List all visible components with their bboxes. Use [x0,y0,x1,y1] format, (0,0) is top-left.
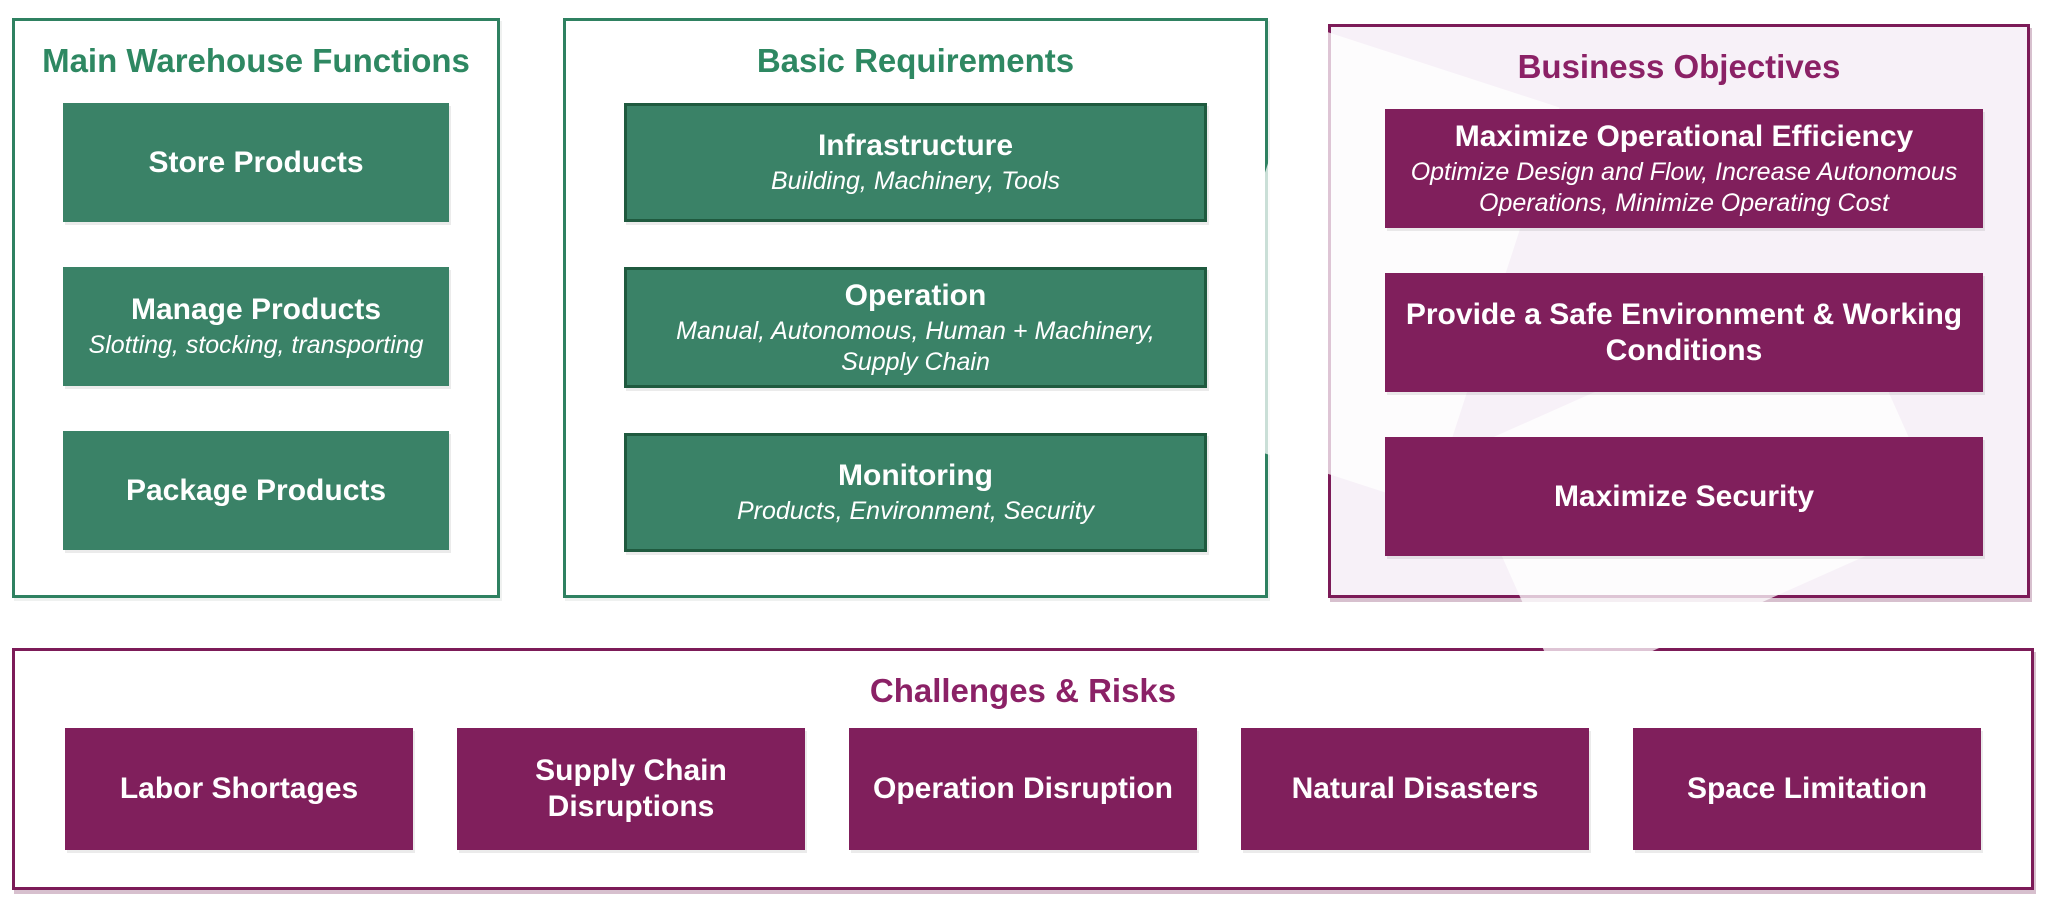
box-title-labor-shortages: Labor Shortages [119,772,359,805]
panel-business-objectives: Business Objectives Maximize Operational… [1182,24,2030,692]
panel-basic-requirements: Basic Requirements Infrastructure Buildi… [563,18,1268,598]
business-objective-boxes: Maximize Operational Efficiency Optimize… [1385,109,1983,556]
box-monitoring: Monitoring Products, Environment, Securi… [624,433,1207,552]
box-title-natural-disasters: Natural Disasters [1291,772,1539,805]
box-space-limitation: Space Limitation [1633,728,1981,850]
panel-title-basic-requirements: Basic Requirements [756,42,1075,79]
box-title-operation: Operation [844,279,987,312]
panel-title-main-warehouse-functions: Main Warehouse Functions [42,42,470,79]
box-labor-shortages: Labor Shortages [65,728,413,850]
box-manage-products: Manage Products Slotting, stocking, tran… [63,267,449,386]
box-title-space-limitation: Space Limitation [1686,772,1928,805]
box-supply-chain-disruptions: Supply Chain Disruptions [457,728,805,850]
box-subtitle-infrastructure: Building, Machinery, Tools [770,167,1061,196]
panel-title-challenges-risks: Challenges & Risks [869,672,1177,709]
box-title-maximize-operational-efficiency: Maximize Operational Efficiency [1454,120,1914,153]
box-infrastructure: Infrastructure Building, Machinery, Tool… [624,103,1207,222]
box-title-monitoring: Monitoring [838,459,993,493]
panel-main-warehouse-functions: Main Warehouse Functions Store Products … [12,18,500,598]
box-title-operation-disruption: Operation Disruption [873,772,1173,805]
box-title-manage-products: Manage Products [130,293,382,327]
challenge-boxes: Labor Shortages Supply Chain Disruptions… [65,728,1981,850]
box-maximize-operational-efficiency: Maximize Operational Efficiency Optimize… [1385,109,1983,228]
panel-title-business-objectives: Business Objectives [1517,48,1841,85]
box-title-supply-chain-disruptions: Supply Chain Disruptions [535,754,727,823]
box-subtitle-monitoring: Products, Environment, Security [736,497,1095,526]
box-natural-disasters: Natural Disasters [1241,728,1589,850]
box-subtitle-operation: Manual, Autonomous, Human + Machinery, S… [676,317,1155,376]
basic-requirement-boxes: Infrastructure Building, Machinery, Tool… [624,103,1207,552]
box-title-package-products: Package Products [125,473,387,507]
box-package-products: Package Products [63,431,449,550]
box-title-safe-environment-working-conditions: Provide a Safe Environment & Working Con… [1405,297,1963,367]
box-subtitle-maximize-operational-efficiency: Optimize Design and Flow, Increase Auton… [1410,158,1958,217]
warehouse-function-boxes: Store Products Manage Products Slotting,… [63,103,449,550]
box-title-infrastructure: Infrastructure [817,129,1014,163]
box-operation: Operation Manual, Autonomous, Human + Ma… [624,267,1207,388]
box-maximize-security: Maximize Security [1385,437,1983,556]
box-operation-disruption: Operation Disruption [849,728,1197,850]
panel-challenges-risks: Challenges & Risks Labor Shortages Suppl… [12,648,2034,890]
box-title-maximize-security: Maximize Security [1553,479,1815,513]
box-subtitle-manage-products: Slotting, stocking, transporting [88,331,424,360]
box-safe-environment-working-conditions: Provide a Safe Environment & Working Con… [1385,273,1983,392]
box-title-store-products: Store Products [148,145,364,179]
box-store-products: Store Products [63,103,449,222]
